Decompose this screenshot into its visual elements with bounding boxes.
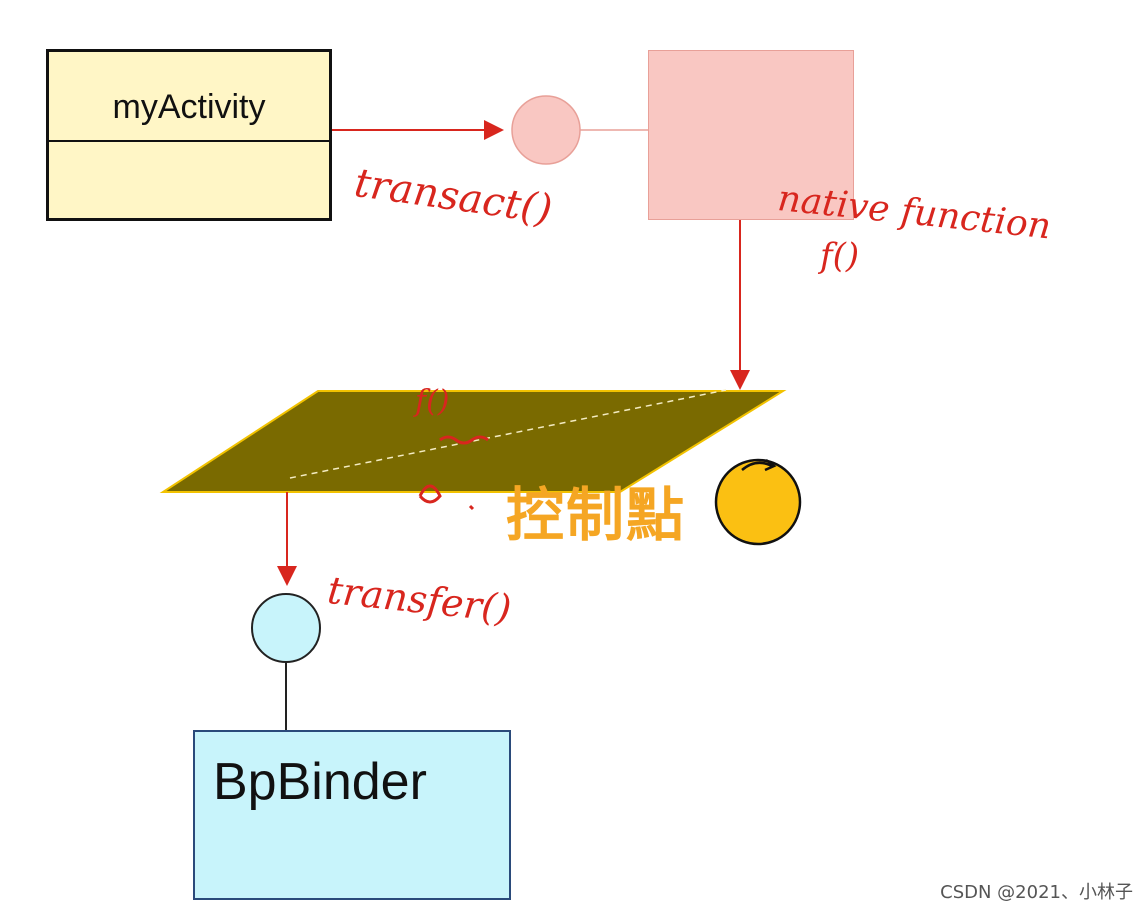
bp-binder-label: BpBinder xyxy=(213,753,427,811)
my-activity-label: myActivity xyxy=(112,88,266,126)
watermark-footer: CSDN @2021、小林子 xyxy=(940,882,1133,903)
native-interface-circle xyxy=(511,95,581,165)
control-point-label: 控制點 xyxy=(506,481,687,549)
plane-f-annotation: f() xyxy=(415,384,450,419)
plane-dashed-line xyxy=(289,389,727,479)
my-activity-box: myActivity xyxy=(46,49,332,221)
bp-binder-box: BpBinder xyxy=(193,730,511,900)
rotate-hint-arrowhead xyxy=(764,459,777,472)
control-point-circle xyxy=(714,458,802,546)
binder-interface-circle xyxy=(251,593,321,663)
plane-scribble xyxy=(418,435,489,511)
rotate-hint-icon xyxy=(741,461,773,471)
native-function-box xyxy=(648,50,854,220)
native-f-annotation: f() xyxy=(820,236,860,276)
my-activity-divider xyxy=(49,140,329,142)
control-plane xyxy=(159,390,787,493)
